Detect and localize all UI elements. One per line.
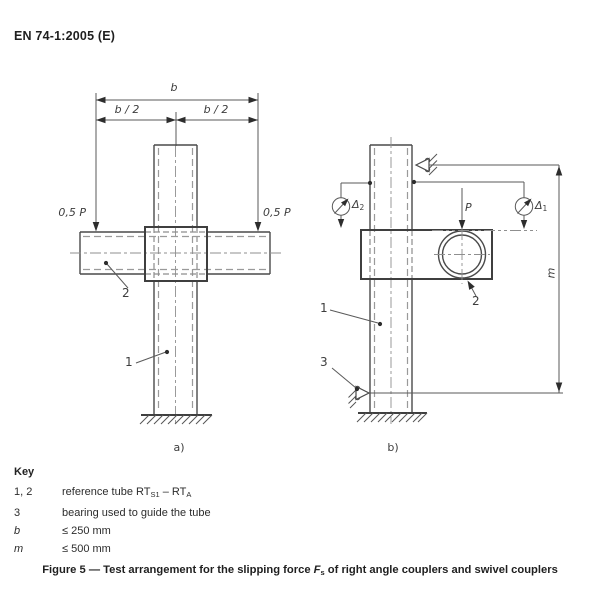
- part-1-label-a: 1: [125, 355, 133, 369]
- force-p-label: P: [465, 201, 472, 214]
- force-arrow-p: [458, 188, 466, 230]
- dimension-b: [95, 93, 259, 222]
- force-right-label: 0,5 P: [263, 206, 291, 219]
- dim-b2-left-label: b / 2: [114, 103, 140, 116]
- leader-lines-b: [329, 280, 477, 392]
- delta2-label: Δ2: [352, 198, 365, 212]
- diagram-a-linework: [70, 93, 281, 425]
- key-row-b: b≤ 250 mm: [14, 525, 111, 537]
- part-1-label-b: 1: [320, 301, 328, 315]
- delta1-label: Δ1: [535, 199, 548, 213]
- coupler-box-a: [144, 226, 208, 282]
- ground-support-a: [139, 414, 213, 425]
- figure-caption: Figure 5 — Test arrangement for the slip…: [42, 564, 558, 577]
- force-arrows-half-p: [92, 222, 262, 232]
- coupler-box-b: [360, 229, 493, 284]
- part-3-label-b: 3: [320, 355, 328, 369]
- dimension-m: [369, 164, 563, 394]
- ground-support-b: [356, 412, 428, 423]
- subfigure-b-caption: b): [387, 441, 399, 454]
- dim-b2-right-label: b / 2: [203, 103, 229, 116]
- key-row-m: m≤ 500 mm: [14, 543, 111, 555]
- tube-2-horizontal-a: [70, 231, 281, 275]
- force-left-label: 0,5 P: [58, 206, 86, 219]
- dim-m-label: m: [544, 267, 558, 279]
- tube-1-vertical-a: [153, 144, 198, 424]
- leader-lines-a: [103, 260, 170, 364]
- subfigure-a-caption: a): [173, 441, 185, 454]
- diagram-b-linework: [329, 137, 563, 424]
- dial-gauge-delta1: [411, 179, 534, 229]
- dim-b-label: b: [170, 81, 178, 94]
- key-title: Key: [14, 466, 35, 478]
- document-header: EN 74-1:2005 (E): [14, 29, 116, 43]
- part-2-label-b: 2: [472, 294, 480, 308]
- part-2-label-a: 2: [122, 286, 130, 300]
- dial-gauge-delta2: [331, 180, 373, 228]
- tube-1-vertical-b: [369, 137, 413, 424]
